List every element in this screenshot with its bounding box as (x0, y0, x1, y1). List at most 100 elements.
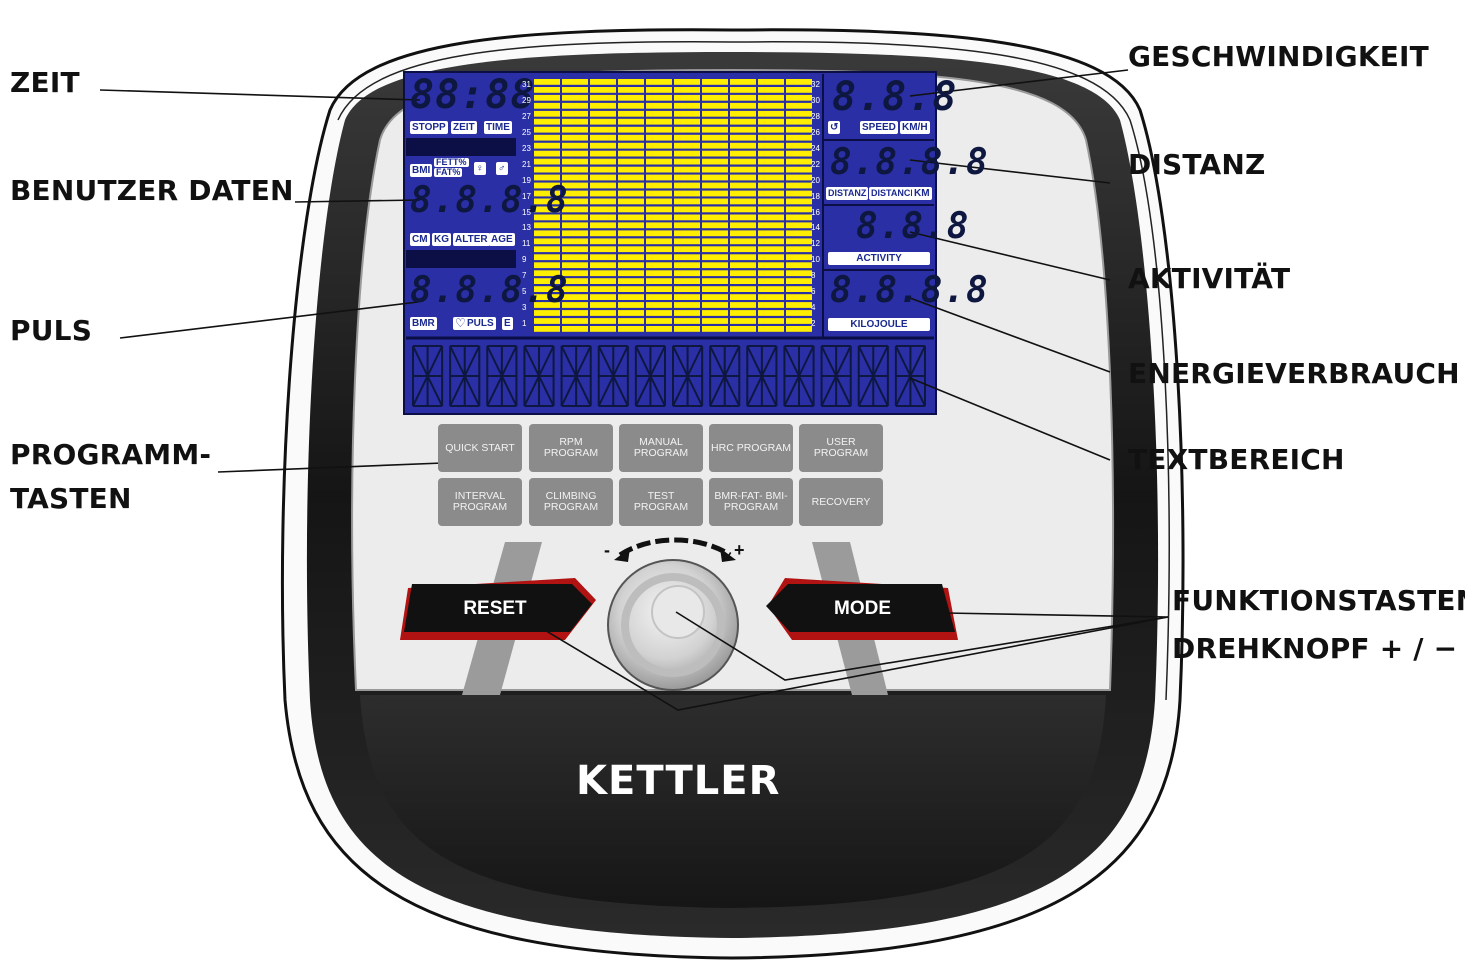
matrix-cell (590, 230, 616, 237)
reset-button[interactable]: RESET (463, 598, 527, 619)
matrix-cell (590, 326, 616, 332)
time-label: TIME (484, 121, 512, 134)
matrix-cell (618, 174, 644, 181)
program-button[interactable]: TEST PROGRAM (619, 478, 703, 526)
matrix-cell (534, 150, 560, 157)
matrix-cell (730, 174, 756, 181)
distance-label: DISTANCE (869, 187, 919, 200)
activity-digits: 8.8.8 (856, 206, 970, 247)
kilojoule-label: KILOJOULE (828, 318, 930, 331)
matrix-row-number: 30 (811, 95, 820, 105)
mode-button[interactable]: MODE (834, 598, 891, 619)
program-button[interactable]: CLIMBING PROGRAM (529, 478, 613, 526)
matrix-cell (702, 174, 728, 181)
matrix-row-number: 16 (811, 207, 820, 217)
matrix-cell (758, 222, 784, 229)
matrix-cell (702, 286, 728, 292)
matrix-cell (590, 174, 616, 181)
matrix-cell (786, 150, 812, 157)
program-button[interactable]: QUICK START (438, 424, 522, 472)
matrix-cell (618, 238, 644, 245)
matrix-cell (674, 126, 700, 133)
matrix-cell (562, 302, 588, 308)
matrix-cell (674, 102, 700, 109)
matrix-row-number: 32 (811, 80, 820, 89)
matrix-cell (646, 198, 672, 205)
text-char-segment (672, 345, 704, 407)
matrix-cell (590, 182, 616, 189)
matrix-cell (702, 294, 728, 300)
matrix-cell (702, 79, 728, 85)
matrix-cell (590, 262, 616, 269)
matrix-cell (590, 286, 616, 292)
female-icon: ♀ (474, 162, 486, 175)
matrix-cell (674, 326, 700, 332)
program-button[interactable]: HRC PROGRAM (709, 424, 793, 472)
matrix-row-number: 15 (522, 207, 531, 217)
callout-aktivitaet: AKTIVITÄT (1128, 262, 1291, 295)
matrix-cell (702, 310, 728, 316)
matrix-row-number: 17 (522, 191, 531, 201)
matrix-cell (534, 126, 560, 133)
matrix-cell (590, 79, 616, 85)
program-button[interactable]: RECOVERY (799, 478, 883, 526)
matrix-row-number: 28 (811, 111, 820, 121)
matrix-cell (758, 302, 784, 308)
knob-plus: + (734, 540, 745, 560)
matrix-cell (590, 238, 616, 245)
matrix-cell (646, 246, 672, 253)
text-char-segment (449, 345, 481, 407)
matrix-cell (730, 190, 756, 197)
matrix-cell (674, 190, 700, 197)
text-char-segment (634, 345, 666, 407)
matrix-cell (730, 206, 756, 213)
matrix-cell (730, 134, 756, 141)
speed-digits: 8.8.8 (832, 74, 958, 120)
matrix-cell (618, 134, 644, 141)
matrix-cell (646, 278, 672, 284)
matrix-cell (618, 302, 644, 308)
matrix-cell (562, 150, 588, 157)
matrix-cell (674, 87, 700, 93)
callout-textbereich: TEXTBEREICH (1128, 443, 1345, 476)
matrix-cell (534, 310, 560, 316)
matrix-cell (758, 118, 784, 125)
matrix-row-number: 21 (522, 159, 531, 169)
matrix-cell (786, 110, 812, 117)
program-button[interactable]: MANUAL PROGRAM (619, 424, 703, 472)
matrix-cell (786, 182, 812, 189)
matrix-cell (534, 94, 560, 101)
matrix-row-number: 13 (522, 223, 531, 233)
text-char-segment (783, 345, 815, 407)
program-button[interactable]: RPM PROGRAM (529, 424, 613, 472)
matrix-cell (646, 238, 672, 245)
matrix-cell (646, 79, 672, 85)
matrix-cell (646, 294, 672, 300)
matrix-cell (534, 206, 560, 213)
matrix-cell (730, 238, 756, 245)
matrix-cell (534, 326, 560, 332)
matrix-row-number: 14 (811, 223, 820, 233)
matrix-cell (562, 166, 588, 173)
matrix-cell (674, 94, 700, 101)
matrix-cell (758, 318, 784, 324)
matrix-cell (786, 87, 812, 93)
matrix-row-number: 26 (811, 127, 820, 137)
matrix-cell (646, 126, 672, 133)
matrix-cell (758, 214, 784, 221)
program-button[interactable]: USER PROGRAM (799, 424, 883, 472)
matrix-cell (702, 110, 728, 117)
matrix-row-number: 22 (811, 159, 820, 169)
matrix-cell (702, 278, 728, 284)
program-button[interactable]: INTERVAL PROGRAM (438, 478, 522, 526)
matrix-cell (618, 206, 644, 213)
matrix-cell (730, 318, 756, 324)
program-button[interactable]: BMR-FAT- BMI-PROGRAM (709, 478, 793, 526)
matrix-cell (618, 190, 644, 197)
matrix-cell (562, 270, 588, 277)
matrix-cell (534, 166, 560, 173)
matrix-cell (758, 206, 784, 213)
matrix-cell (674, 150, 700, 157)
matrix-cell (702, 134, 728, 141)
matrix-cell (786, 222, 812, 229)
